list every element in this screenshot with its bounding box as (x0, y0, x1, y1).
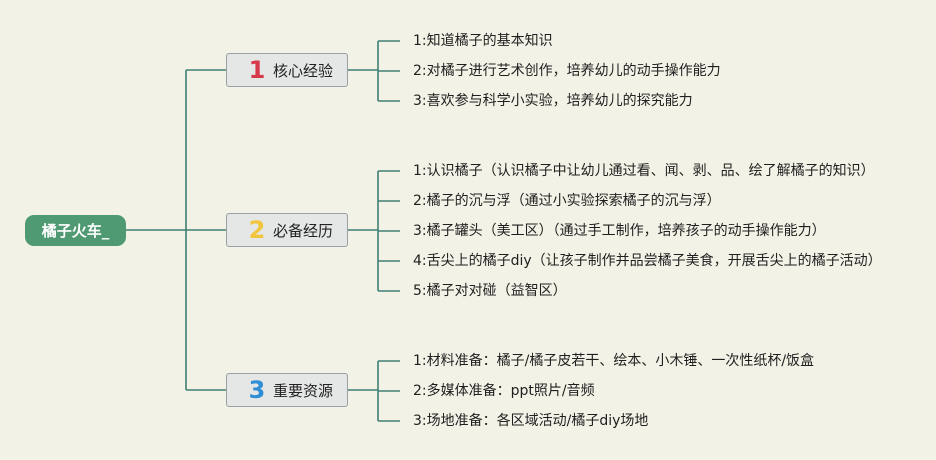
branch-label: 核心经验 (273, 61, 334, 80)
number-badge-1: 1 (248, 56, 266, 84)
branch-node-core-experience[interactable]: 1 核心经验 (226, 53, 348, 87)
number-badge-3: 3 (248, 376, 266, 404)
branch-node-necessary-experience[interactable]: 2 必备经历 (226, 213, 348, 247)
leaf-item[interactable]: 1:知道橘子的基本知识 (413, 33, 553, 49)
number-badge-2: 2 (248, 216, 266, 244)
leaf-item[interactable]: 5:橘子对对碰（益智区） (413, 283, 567, 299)
leaf-item[interactable]: 3:橘子罐头（美工区）（通过手工制作，培养孩子的动手操作能力） (413, 223, 826, 239)
branch-label: 必备经历 (273, 221, 334, 240)
leaf-item[interactable]: 2:对橘子进行艺术创作，培养幼儿的动手操作能力 (413, 63, 721, 79)
leaf-item[interactable]: 1:认识橘子（认识橘子中让幼儿通过看、闻、剥、品、绘了解橘子的知识） (413, 163, 875, 179)
branch-node-key-resources[interactable]: 3 重要资源 (226, 373, 348, 407)
root-label: 橘子火车_ (41, 222, 110, 240)
leaf-stem-2 (348, 171, 379, 291)
leaf-stem-3 (348, 361, 379, 421)
leaf-stem-1 (348, 41, 379, 101)
leaf-item[interactable]: 3:喜欢参与科学小实验，培养幼儿的探究能力 (413, 93, 693, 109)
root-node[interactable]: 橘子火车_ (25, 215, 126, 246)
leaf-item[interactable]: 2:多媒体准备：ppt照片/音频 (413, 383, 595, 399)
leaf-item[interactable]: 3:场地准备：各区域活动/橘子diy场地 (413, 413, 649, 429)
leaf-item[interactable]: 2:橘子的沉与浮（通过小实验探索橘子的沉与浮） (413, 193, 721, 209)
leaf-item[interactable]: 1:材料准备：橘子/橘子皮若干、绘本、小木锤、一次性纸杯/饭盒 (413, 353, 815, 369)
branch-label: 重要资源 (273, 381, 334, 400)
leaf-item[interactable]: 4:舌尖上的橘子diy（让孩子制作并品尝橘子美食，开展舌尖上的橘子活动） (413, 253, 882, 269)
